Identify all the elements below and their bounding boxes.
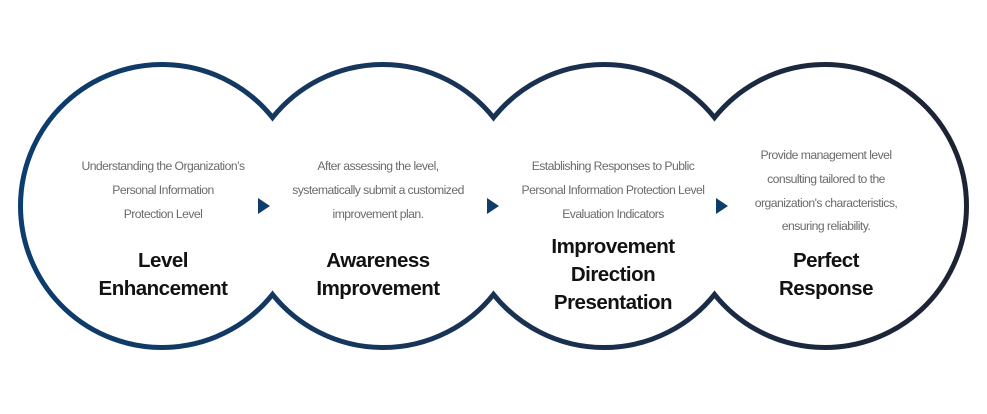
title-line: Awareness (326, 249, 430, 273)
description-line: Evaluation Indicators (562, 206, 664, 221)
step-perfect-response: Provide management level consulting tail… (716, 144, 936, 303)
description-line: consulting tailored to the (767, 171, 885, 186)
step-title: Perfect Response (716, 247, 936, 303)
description-line: Provide management level (760, 148, 892, 162)
title-line: Direction (570, 263, 656, 287)
step-title: Improvement Direction Presentation (503, 233, 723, 317)
title-line: Presentation (553, 291, 673, 315)
title-line: Response (779, 277, 873, 301)
description-line: After assessing the level, (317, 159, 439, 173)
description-line: ensuring reliability. (781, 219, 871, 234)
description-line: organization's characteristics, (754, 195, 898, 210)
description-line: Personal Information Protection Level (521, 182, 705, 197)
step-title: Level Enhancement (53, 247, 273, 303)
step-description: Provide management level consulting tail… (716, 144, 936, 239)
title-line: Perfect (792, 249, 860, 273)
step-description: After assessing the level, systematicall… (268, 155, 488, 226)
description-line: improvement plan. (332, 206, 424, 221)
title-line: Enhancement (98, 277, 228, 301)
description-line: Personal Information (112, 182, 214, 197)
step-title: Awareness Improvement (268, 247, 488, 303)
step-description: Understanding the Organization’s Persona… (53, 155, 273, 226)
step-description: Establishing Responses to Public Persona… (503, 155, 723, 226)
description-line: Establishing Responses to Public (531, 159, 695, 173)
triangle-right-icon (716, 198, 728, 214)
step-level-enhancement: Understanding the Organization’s Persona… (53, 155, 273, 303)
description-line: Protection Level (123, 206, 203, 221)
title-line: Level (138, 249, 188, 273)
title-line: Improvement (551, 235, 675, 259)
triangle-right-icon (487, 198, 499, 214)
description-line: systematically submit a customized (292, 182, 464, 197)
step-improvement-direction-presentation: Establishing Responses to Public Persona… (503, 155, 723, 317)
step-awareness-improvement: After assessing the level, systematicall… (268, 155, 488, 303)
title-line: Improvement (316, 277, 440, 301)
triangle-right-icon (258, 198, 270, 214)
description-line: Understanding the Organization’s (81, 159, 245, 173)
